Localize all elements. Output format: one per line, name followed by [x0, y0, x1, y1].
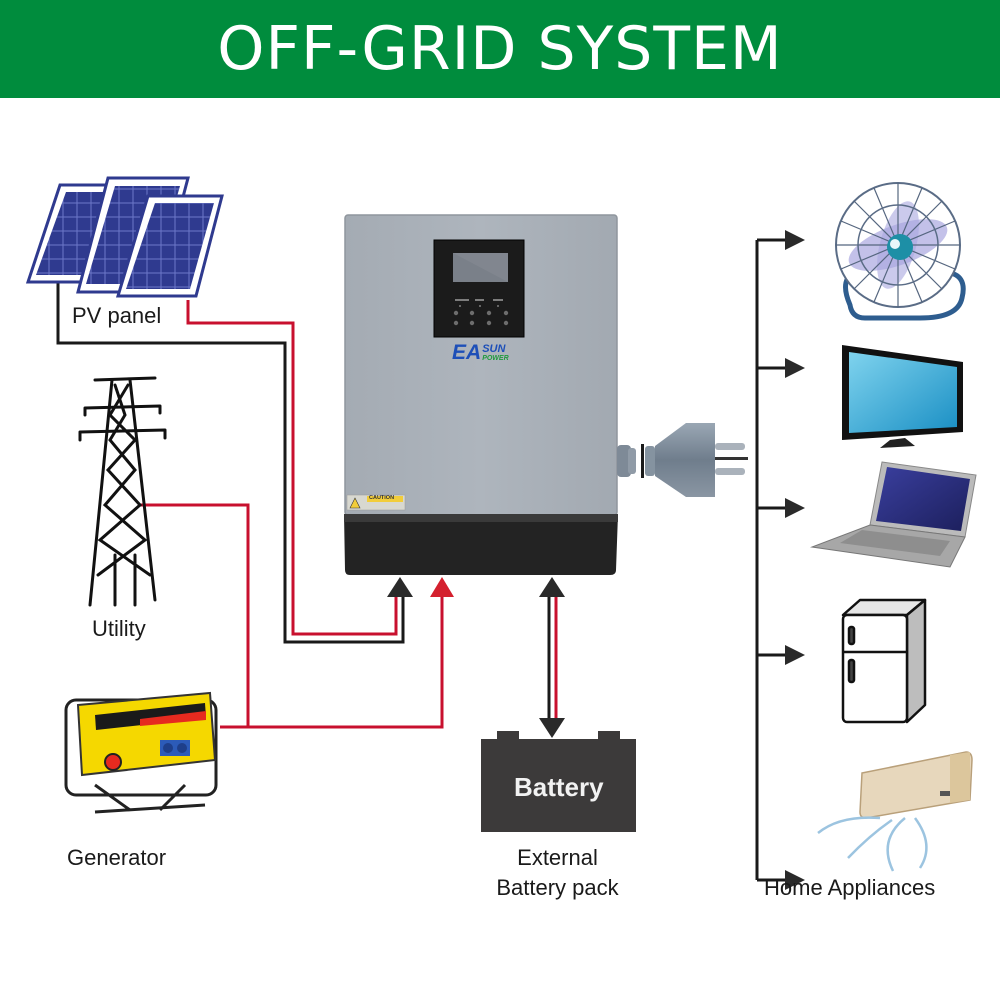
brand-power: POWER	[482, 355, 509, 362]
generator-wire	[220, 595, 444, 729]
power-tower-icon	[78, 376, 167, 607]
brand-logo: EA SUN POWER	[452, 342, 509, 363]
battery-icon	[481, 731, 636, 832]
pv-negative-wire	[56, 280, 405, 644]
wiring	[56, 230, 805, 890]
pv-positive-wire	[186, 300, 398, 636]
refrigerator-icon	[841, 598, 927, 724]
battery-down-arrow-icon	[539, 718, 565, 738]
pv-panel-label: PV panel	[72, 303, 162, 328]
output-arrow-icon	[785, 358, 805, 378]
output-arrow-icon	[785, 870, 805, 890]
inverter	[344, 214, 618, 575]
output-arrow-icon	[785, 498, 805, 518]
external-battery-label-line1: External	[517, 845, 598, 870]
external-battery-label: External Battery pack	[470, 843, 645, 903]
home-appliances-label: Home Appliances	[764, 875, 936, 900]
generator-label: Generator	[67, 845, 167, 870]
ac-input-arrow-icon	[430, 577, 454, 597]
generator-icon	[64, 691, 218, 814]
output-arrow-icon	[785, 645, 805, 665]
fan-icon	[835, 182, 966, 321]
tv-icon	[842, 345, 963, 448]
status-leds	[455, 299, 503, 307]
ac-plug-icon	[617, 423, 748, 497]
utility-label: Utility	[92, 616, 146, 641]
battery-text: Battery	[514, 772, 604, 802]
air-conditioner-icon	[817, 751, 973, 872]
caution-label: CAUTION	[369, 495, 395, 501]
utility-wire	[140, 503, 250, 727]
inverter-base	[344, 514, 618, 575]
control-buttons	[453, 310, 509, 326]
brand-sun: SUN	[482, 343, 506, 355]
brand-ea: EA	[452, 341, 482, 364]
battery-up-arrow-icon	[539, 577, 565, 597]
output-arrow-icon	[785, 230, 805, 250]
pv-arrow-icon	[387, 577, 413, 597]
page-title: OFF-GRID SYSTEM	[217, 14, 783, 84]
caution-sticker	[346, 494, 406, 511]
laptop-icon	[810, 461, 977, 568]
title-banner: OFF-GRID SYSTEM	[0, 0, 1000, 98]
external-battery-label-line2: Battery pack	[496, 875, 619, 900]
solar-panel-icon	[25, 176, 224, 298]
